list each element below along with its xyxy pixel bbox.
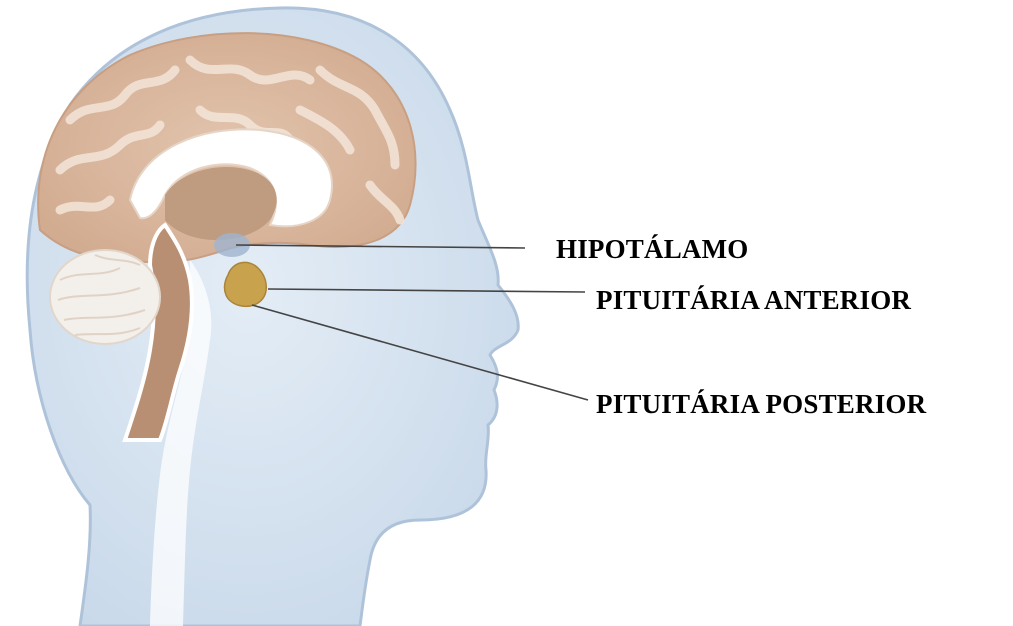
label-hypothalamus: HIPOTÁLAMO	[556, 236, 749, 263]
label-posterior-pituitary: PITUITÁRIA POSTERIOR	[596, 391, 926, 418]
label-anterior-pituitary: PITUITÁRIA ANTERIOR	[596, 287, 911, 314]
